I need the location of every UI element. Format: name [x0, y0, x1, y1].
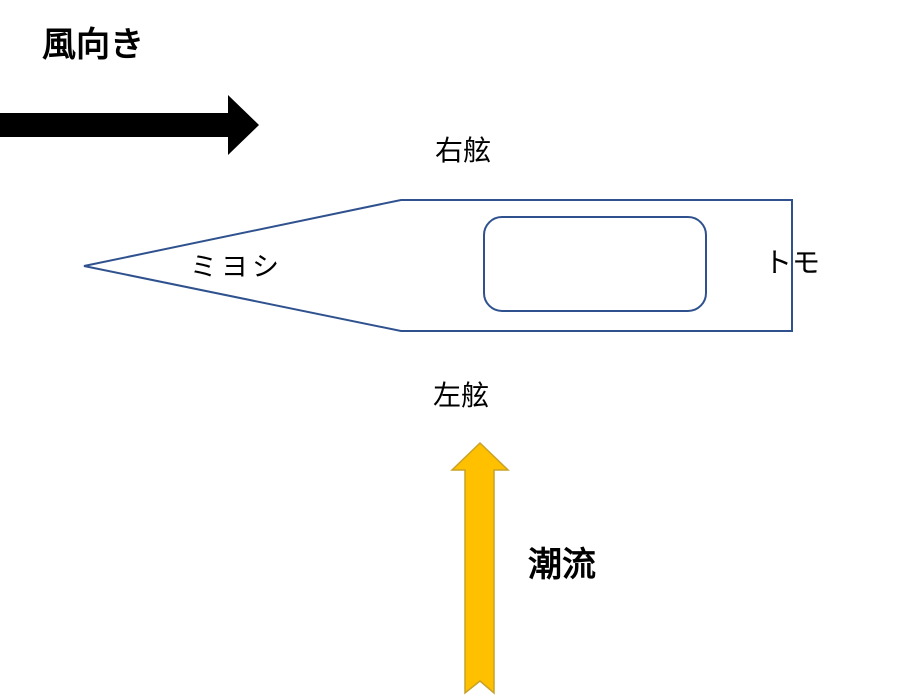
wind-arrow	[0, 95, 259, 155]
bow-label: ミヨシ	[190, 252, 283, 283]
tidal-current-arrow	[450, 441, 510, 695]
wind-direction-label: 風向き	[42, 25, 144, 65]
stern-label: トモ	[764, 246, 820, 279]
tidal-current-label: 潮流	[528, 545, 596, 585]
starboard-label: 右舷	[435, 134, 491, 167]
port-label: 左舷	[433, 379, 489, 412]
boat-cabin	[483, 216, 707, 312]
